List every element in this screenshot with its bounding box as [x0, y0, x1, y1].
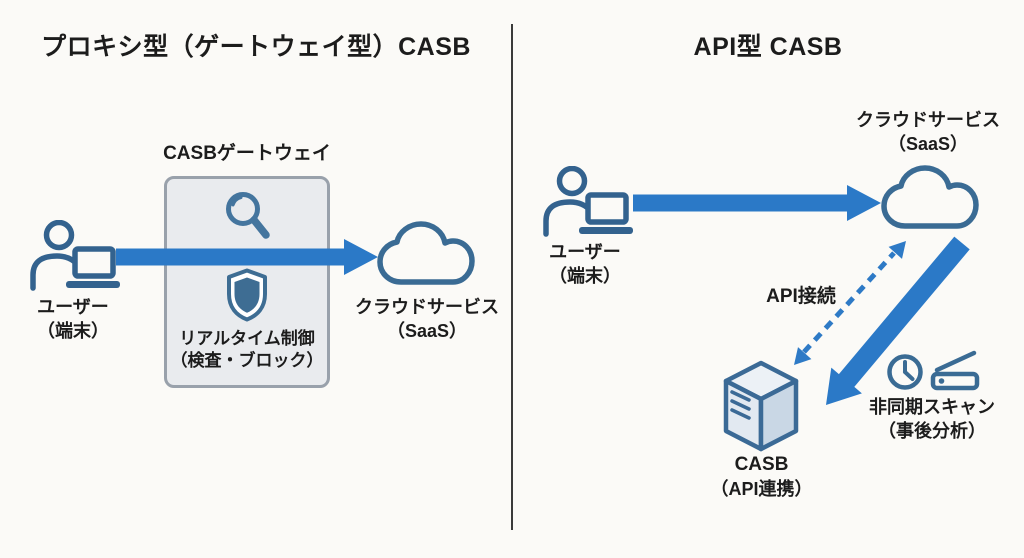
- scanner-icon: [930, 350, 980, 391]
- gateway-text-line1: リアルタイム制御: [179, 329, 315, 348]
- api-connection-dashed-arrow: [794, 241, 906, 365]
- right-cloud-label-line1: クラウドサービス: [856, 110, 1000, 130]
- right-traffic-arrow: [633, 185, 881, 221]
- right-user-label-line2: （端末）: [549, 266, 621, 286]
- async-scan-label: 非同期スキャン （事後分析）: [847, 395, 1017, 443]
- left-cloud-label-line2: （SaaS）: [386, 321, 468, 341]
- user-laptop-icon: [543, 166, 633, 237]
- right-panel-title: API型 CASB: [693, 33, 843, 61]
- async-scan-arrow: [826, 236, 970, 405]
- gateway-text: リアルタイム制御 （検査・ブロック）: [160, 328, 334, 372]
- left-panel-title: プロキシ型（ゲートウェイ型）CASB: [41, 33, 471, 61]
- left-cloud-label-line1: クラウドサービス: [355, 297, 499, 317]
- server-icon: [723, 360, 799, 452]
- left-traffic-arrow: [116, 239, 378, 275]
- cloud-icon: [377, 221, 475, 285]
- left-cloud-label: クラウドサービス （SaaS）: [347, 295, 507, 343]
- casb-server-label-line2: （API連携）: [710, 479, 813, 499]
- cloud-icon: [881, 165, 979, 229]
- left-user-label-line2: （端末）: [37, 321, 109, 341]
- right-user-label: ユーザー （端末）: [525, 240, 645, 288]
- casb-server-label: CASB （API連携）: [695, 453, 828, 501]
- casb-server-label-line1: CASB: [734, 454, 789, 475]
- panel-divider: [511, 24, 513, 530]
- shield-icon: [227, 268, 267, 322]
- api-connection-label: API接続: [766, 286, 836, 307]
- left-user-label-line1: ユーザー: [37, 297, 109, 317]
- left-user-label: ユーザー （端末）: [13, 295, 133, 343]
- gateway-text-line2: （検査・ブロック）: [170, 351, 324, 370]
- clock-icon: [887, 354, 923, 390]
- user-laptop-icon: [30, 220, 120, 291]
- right-user-label-line1: ユーザー: [549, 242, 621, 262]
- async-scan-label-line1: 非同期スキャン: [869, 397, 995, 417]
- right-cloud-label: クラウドサービス （SaaS）: [838, 108, 1018, 156]
- right-cloud-label-line2: （SaaS）: [887, 134, 969, 154]
- gateway-box-label: CASBゲートウェイ: [163, 143, 331, 164]
- magnifier-icon: [226, 192, 270, 239]
- async-scan-label-line2: （事後分析）: [878, 421, 986, 441]
